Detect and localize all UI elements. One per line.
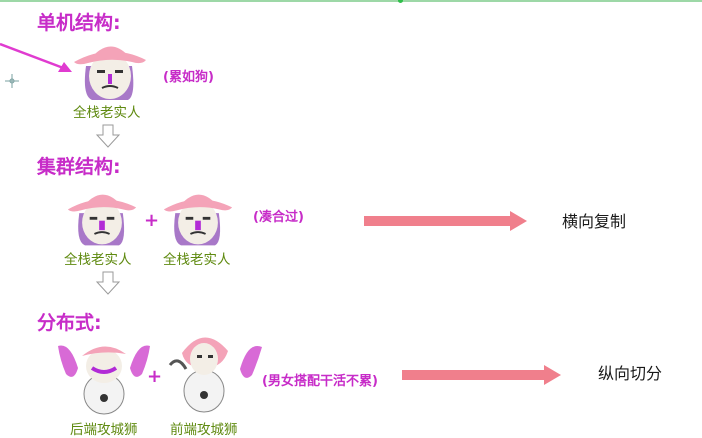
top-border — [0, 0, 702, 2]
top-marker — [398, 0, 403, 3]
distributed-plus: + — [147, 366, 163, 387]
cluster-note: (凑合过) — [253, 210, 304, 225]
distributed-note: (男女搭配干活不累) — [262, 374, 378, 389]
down-arrow-icon — [95, 271, 121, 295]
single-note: (累如狗) — [163, 70, 214, 85]
meme-dancer-icon — [168, 337, 262, 413]
meme-face-icon — [67, 194, 137, 246]
cluster-plus: + — [144, 210, 160, 231]
distributed-caption-right: 前端攻城狮 — [170, 422, 238, 438]
single-heading: 单机结构: — [37, 12, 121, 34]
cluster-heading: 集群结构: — [37, 156, 121, 178]
meme-dancer-icon — [58, 345, 150, 415]
crosshair-icon — [5, 74, 19, 88]
down-arrow-icon — [95, 124, 121, 148]
meme-face-icon — [163, 194, 233, 246]
right-arrow-icon — [364, 211, 527, 231]
cluster-caption-left: 全栈老实人 — [64, 252, 132, 268]
cluster-caption-right: 全栈老实人 — [163, 252, 231, 268]
single-caption: 全栈老实人 — [73, 105, 141, 121]
meme-face-icon — [74, 46, 146, 100]
right-arrow-icon — [402, 365, 561, 385]
distributed-caption-left: 后端攻城狮 — [70, 422, 138, 438]
cluster-result: 横向复制 — [562, 212, 627, 231]
pointer-arrow-icon — [0, 42, 72, 72]
distributed-result: 纵向切分 — [598, 364, 663, 383]
distributed-heading: 分布式: — [37, 312, 102, 334]
